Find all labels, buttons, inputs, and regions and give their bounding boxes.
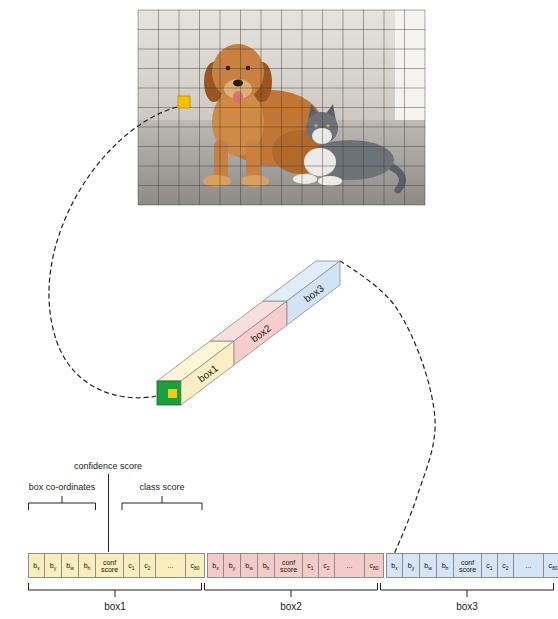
dog-tongue	[233, 91, 243, 103]
field-label: c2	[323, 562, 329, 569]
field-label: c80	[190, 562, 199, 569]
output-cell: c2	[319, 553, 335, 578]
output-cell: c1	[303, 553, 319, 578]
tensor-box-face: box3	[287, 261, 340, 325]
face-shape	[181, 341, 234, 405]
field-group-label: confidence score	[74, 461, 142, 471]
cat-paw	[318, 176, 342, 186]
output-cell: ...	[514, 553, 544, 578]
tensor-box-face: box2	[234, 301, 287, 365]
face-shape	[234, 301, 287, 365]
field-label: c2	[144, 562, 150, 569]
dog-nose	[233, 80, 243, 87]
field-label: bx	[391, 562, 397, 569]
cat-paw	[293, 174, 317, 184]
cat-head	[306, 112, 338, 144]
output-cell: bh	[258, 553, 275, 578]
box-label: box1	[196, 362, 220, 384]
group-label: box2	[280, 601, 302, 612]
output-cell: bx	[207, 553, 224, 578]
highlighted-cell	[178, 96, 190, 108]
group-label: box3	[456, 601, 478, 612]
output-cell: c1	[482, 553, 498, 578]
output-cell: c80	[544, 553, 558, 578]
field-label: bx	[33, 562, 39, 569]
output-cell: bx	[28, 553, 45, 578]
field-label: by	[408, 562, 414, 569]
output-cell: bh	[437, 553, 454, 578]
field-label: by	[50, 562, 56, 569]
bracket	[122, 496, 202, 510]
brace	[381, 583, 554, 597]
output-cell: ...	[156, 553, 186, 578]
output-cell: ...	[335, 553, 365, 578]
dog-eye	[246, 66, 250, 70]
field-label: bh	[263, 562, 270, 569]
field-label: c1	[486, 562, 492, 569]
box-label: box2	[249, 322, 273, 344]
output-cell: by	[403, 553, 420, 578]
field-label: c1	[307, 562, 313, 569]
tensor-box-face: box1	[181, 341, 234, 405]
dog-leg	[246, 140, 260, 180]
output-cell: bw	[62, 553, 79, 578]
output-cell: c1	[124, 553, 140, 578]
field-label: bx	[212, 562, 218, 569]
output-cell: c80	[365, 553, 384, 578]
output-cell: conf score	[96, 553, 124, 578]
dashed-leader	[49, 107, 177, 398]
brace	[205, 583, 378, 597]
output-cell: conf score	[454, 553, 482, 578]
field-label: bw	[245, 562, 253, 569]
cat-tail	[390, 166, 403, 190]
group-label: box1	[104, 601, 126, 612]
photo-door	[395, 10, 425, 128]
field-label: c80	[548, 562, 557, 569]
field-label: bh	[84, 562, 91, 569]
field-label: bh	[442, 562, 449, 569]
output-cell: c80	[186, 553, 205, 578]
dashed-connector	[340, 261, 435, 553]
field-label: ...	[347, 562, 353, 569]
output-cell: bw	[420, 553, 437, 578]
leader-line	[108, 474, 109, 552]
output-cell: by	[224, 553, 241, 578]
output-cell: bh	[79, 553, 96, 578]
field-label: conf score	[275, 559, 302, 573]
dog-eye	[226, 66, 230, 70]
field-label: conf score	[454, 559, 481, 573]
cat-face	[312, 128, 332, 144]
face-shape	[287, 261, 340, 325]
output-cell: by	[45, 553, 62, 578]
field-label: bw	[66, 562, 74, 569]
grid-cell-marker	[168, 389, 177, 398]
output-cell: bw	[241, 553, 258, 578]
field-label: c80	[369, 562, 378, 569]
box-label: box3	[302, 282, 326, 304]
grid-cell-cap	[157, 381, 181, 405]
dog-leg	[214, 140, 228, 180]
field-label: ...	[526, 562, 532, 569]
field-label: ...	[168, 562, 174, 569]
field-label: bw	[424, 562, 432, 569]
field-group-label: box co-ordinates	[29, 482, 96, 492]
output-cell: conf score	[275, 553, 303, 578]
output-cell: c2	[140, 553, 156, 578]
output-cell: bx	[386, 553, 403, 578]
field-label: c2	[502, 562, 508, 569]
brace	[29, 583, 202, 597]
field-label: c1	[128, 562, 134, 569]
cat-chest	[304, 148, 336, 176]
field-label: conf score	[96, 559, 123, 573]
grid-lines	[138, 10, 425, 205]
field-label: by	[229, 562, 235, 569]
output-cell: c2	[498, 553, 514, 578]
bracket	[29, 496, 96, 510]
field-group-label: class score	[139, 482, 184, 492]
